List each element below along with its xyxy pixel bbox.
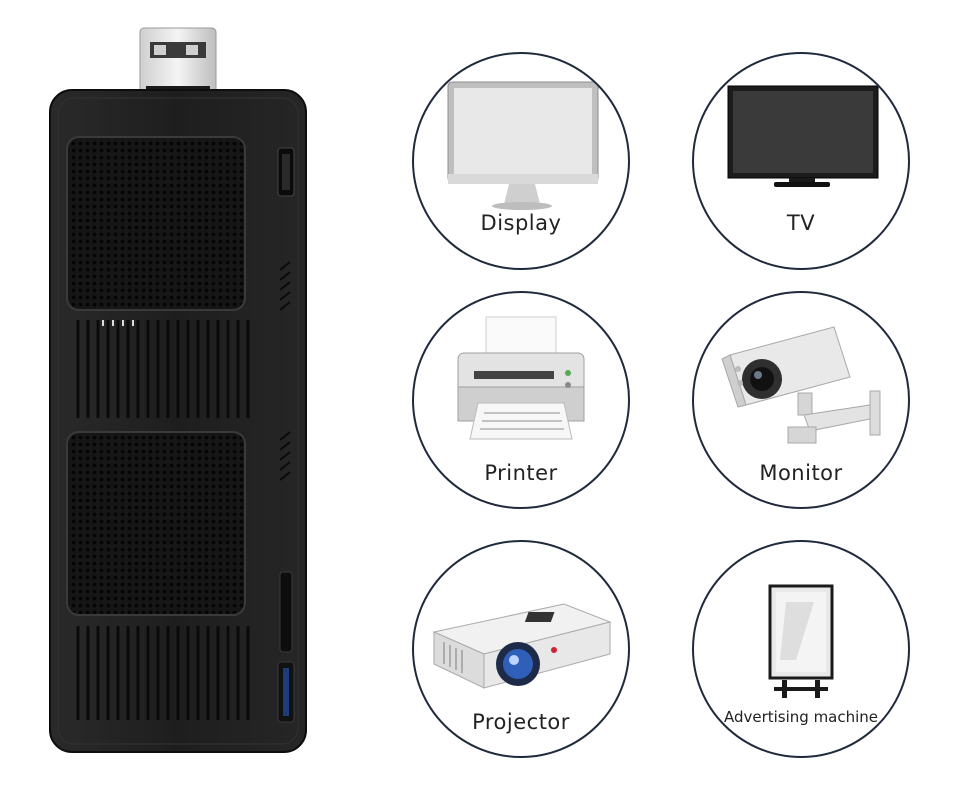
application-display: Display	[412, 52, 630, 270]
application-label: Display	[480, 211, 562, 235]
tv-icon	[727, 85, 879, 187]
security-camera-icon	[721, 326, 881, 444]
application-label: Projector	[472, 710, 570, 734]
printer-icon	[457, 316, 585, 440]
application-monitor: Monitor	[692, 291, 910, 509]
advertising-machine-icon	[768, 584, 834, 698]
stick-pc-image	[0, 0, 330, 798]
application-printer: Printer	[412, 291, 630, 509]
stick-pc-icon	[49, 27, 307, 753]
application-label: Advertising machine	[723, 708, 879, 726]
application-label: TV	[786, 211, 816, 235]
application-tv: TV	[692, 52, 910, 270]
projector-icon	[432, 603, 612, 689]
application-projector: Projector	[412, 540, 630, 758]
display-icon	[447, 81, 599, 210]
application-label: Printer	[484, 461, 558, 485]
application-label: Monitor	[759, 461, 843, 485]
application-advertising-machine: Advertising machine	[692, 540, 910, 758]
